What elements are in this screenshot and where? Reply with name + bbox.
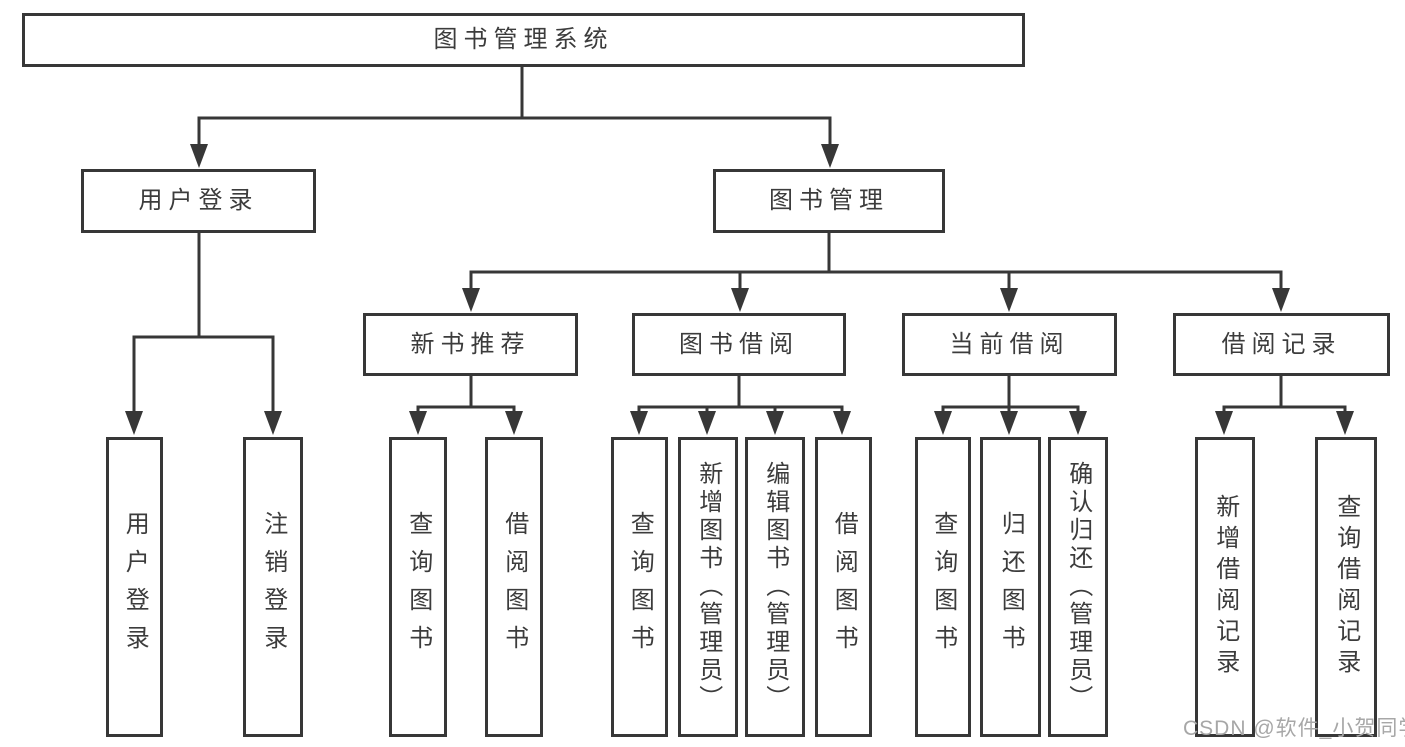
arrowheads bbox=[125, 144, 1354, 435]
node-user-login: 用户登录 bbox=[81, 169, 316, 233]
leaf-query-books-recommend: 查询图书 bbox=[389, 437, 447, 737]
node-book-borrow: 图书借阅 bbox=[632, 313, 846, 376]
leaf-return-books: 归还图书 bbox=[980, 437, 1041, 737]
connector-user-login-children bbox=[132, 233, 275, 413]
leaf-borrow-books-recommend: 借阅图书 bbox=[485, 437, 543, 737]
node-book-management: 图书管理 bbox=[713, 169, 945, 233]
leaf-user-login: 用户登录 bbox=[106, 437, 163, 737]
leaf-add-borrow-record: 新增借阅记录 bbox=[1195, 437, 1255, 737]
connector-current-borrow-children bbox=[941, 376, 1080, 413]
leaf-query-books-current: 查询图书 bbox=[915, 437, 971, 737]
connector-book-borrow-children bbox=[637, 376, 844, 413]
node-borrow-record: 借阅记录 bbox=[1173, 313, 1390, 376]
leaf-query-borrow-record: 查询借阅记录 bbox=[1315, 437, 1377, 737]
node-current-borrow: 当前借阅 bbox=[902, 313, 1117, 376]
leaf-confirm-return-admin: 确认归还（管理员） bbox=[1048, 437, 1108, 737]
connector-borrow-record-children bbox=[1222, 376, 1347, 413]
node-new-book-recommend: 新书推荐 bbox=[363, 313, 578, 376]
watermark-text: CSDN @软件_小贺同学 bbox=[1183, 717, 1405, 740]
leaf-borrow-books: 借阅图书 bbox=[815, 437, 872, 737]
leaf-query-books-borrow: 查询图书 bbox=[611, 437, 668, 737]
connector-root-to-level1 bbox=[197, 67, 832, 146]
leaf-add-books-admin: 新增图书（管理员） bbox=[678, 437, 738, 737]
node-root-system: 图书管理系统 bbox=[22, 13, 1025, 67]
connector-new-book-children bbox=[416, 376, 516, 413]
leaf-edit-books-admin: 编辑图书（管理员） bbox=[745, 437, 805, 737]
connector-book-mgmt-to-level2 bbox=[469, 233, 1283, 290]
leaf-logout-login: 注销登录 bbox=[243, 437, 303, 737]
